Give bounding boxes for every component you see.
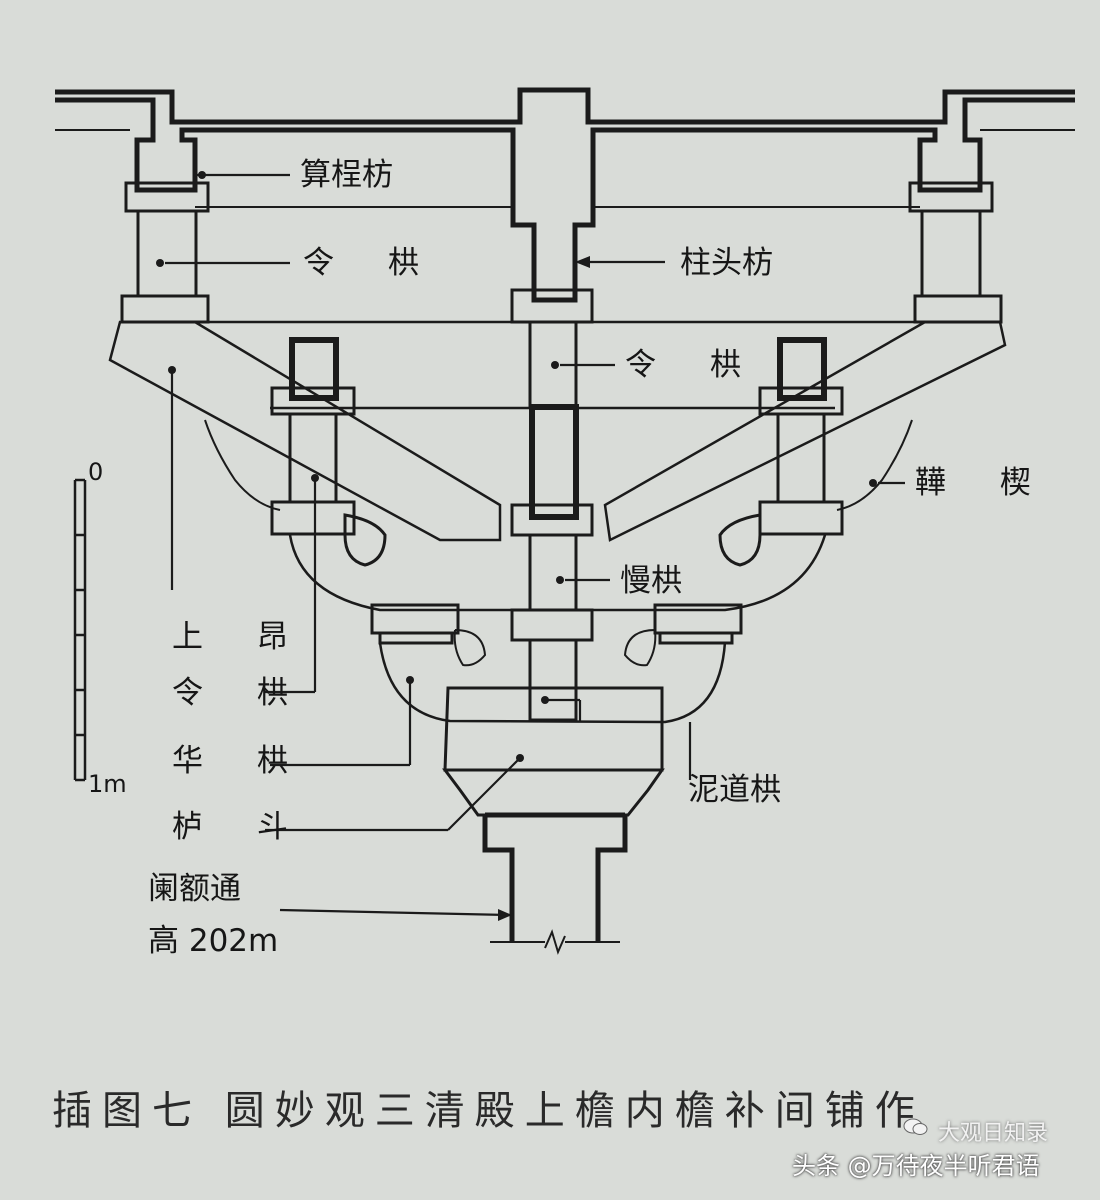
scale-label-one-meter: 1m [88, 770, 127, 798]
label-ni-dao-gong: 泥道栱 [688, 772, 781, 808]
label-shua-tou: 鞾 楔 [915, 465, 1053, 501]
label-ling-gong-left: 令 栱 [172, 675, 310, 711]
label-lu-dou: 栌 斗 [172, 809, 310, 845]
chat-bubble-icon [903, 1118, 928, 1135]
watermark-line1: 大观日知录 [938, 1121, 1049, 1146]
scale-label-zero: 0 [88, 458, 104, 486]
label-man-gong: 慢栱 [620, 563, 682, 599]
scale-bar [73, 478, 87, 782]
upper-ang-left [108, 320, 502, 542]
watermark-line2: 头条 @万待夜半听君语 [792, 1152, 1040, 1180]
label-lan-e-line1: 阑额通 [148, 871, 241, 907]
label-ling-gong-center: 令 栱 [625, 347, 763, 383]
label-ling-gong-top: 令 栱 [303, 245, 441, 281]
label-shang-ang: 上 昂 [172, 619, 310, 655]
figure-caption: 插图七 圆妙观三清殿上檐内檐补间铺作 [52, 1088, 925, 1134]
label-zhu-tou-fang: 柱头枋 [680, 245, 773, 281]
top-beam-outline [55, 97, 1075, 303]
label-suan-cheng-fang: 算桯枋 [300, 157, 393, 193]
top-beam-outer [55, 87, 1075, 125]
label-lan-e-line2: 高 202m [148, 923, 279, 959]
label-hua-gong: 华 栱 [172, 743, 310, 779]
upper-ang-right [603, 320, 1007, 542]
